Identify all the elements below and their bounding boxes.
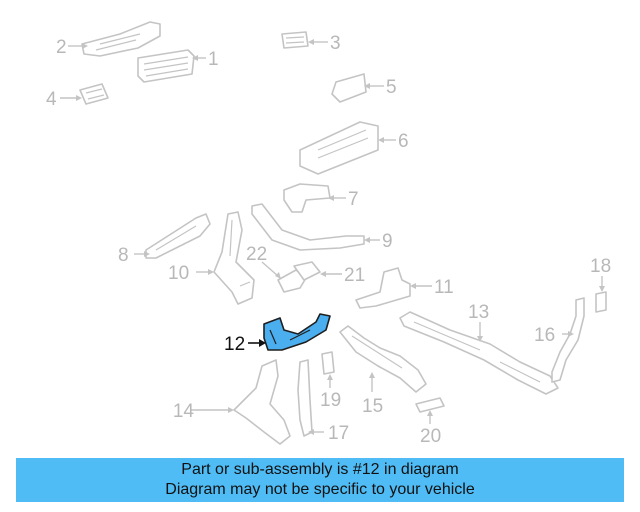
part-15-shape (339, 325, 427, 393)
callout-9: 9 (382, 231, 393, 252)
callout-19: 19 (320, 390, 341, 411)
callout-5: 5 (386, 77, 397, 98)
part-20-shape (415, 397, 445, 413)
part-3-shape (281, 31, 309, 49)
callout-18: 18 (590, 256, 611, 277)
callout-22: 22 (246, 244, 267, 265)
callout-8: 8 (118, 245, 129, 266)
callout-15: 15 (362, 396, 383, 417)
parts-diagram: 1 2 3 4 5 6 7 8 9 10 11 12 13 14 15 16 1… (46, 21, 611, 447)
callout-17: 17 (328, 423, 349, 444)
callout-2: 2 (56, 37, 67, 58)
part-4-shape (79, 83, 109, 105)
part-7-shape (283, 183, 331, 213)
part-16-shape (551, 297, 585, 383)
banner-line-1: Part or sub-assembly is #12 in diagram (181, 461, 459, 478)
part-14-shape (233, 359, 291, 445)
part-12-shape (263, 313, 331, 351)
callout-21: 21 (344, 265, 365, 286)
part-1-shape (137, 49, 195, 83)
callout-20: 20 (420, 426, 441, 447)
callout-11: 11 (434, 277, 454, 298)
callout-6: 6 (398, 131, 409, 152)
leader-lines (60, 39, 605, 435)
callout-13: 13 (468, 302, 489, 323)
info-banner: Part or sub-assembly is #12 in diagram D… (16, 458, 624, 502)
callout-1: 1 (208, 49, 219, 70)
callout-4: 4 (46, 89, 57, 110)
part-18-shape (595, 291, 607, 313)
part-9-shape (251, 203, 365, 251)
part-17-shape (297, 359, 313, 437)
part-13-shape (399, 311, 559, 395)
callout-12: 12 (224, 334, 245, 355)
part-11-shape (355, 267, 411, 309)
part-22-shape (277, 269, 307, 293)
callout-3: 3 (330, 33, 341, 54)
callout-7: 7 (348, 189, 359, 210)
callout-14: 14 (173, 401, 195, 422)
part-2-shape (81, 21, 161, 57)
part-8-shape (145, 213, 211, 259)
banner-line-2: Diagram may not be specific to your vehi… (165, 481, 475, 498)
part-21-shape (293, 261, 321, 281)
part-6-shape (299, 121, 379, 175)
callout-16: 16 (534, 325, 555, 346)
part-5-shape (331, 73, 367, 103)
part-10-shape (213, 211, 255, 305)
callout-10: 10 (168, 263, 189, 284)
part-19-shape (321, 351, 335, 375)
